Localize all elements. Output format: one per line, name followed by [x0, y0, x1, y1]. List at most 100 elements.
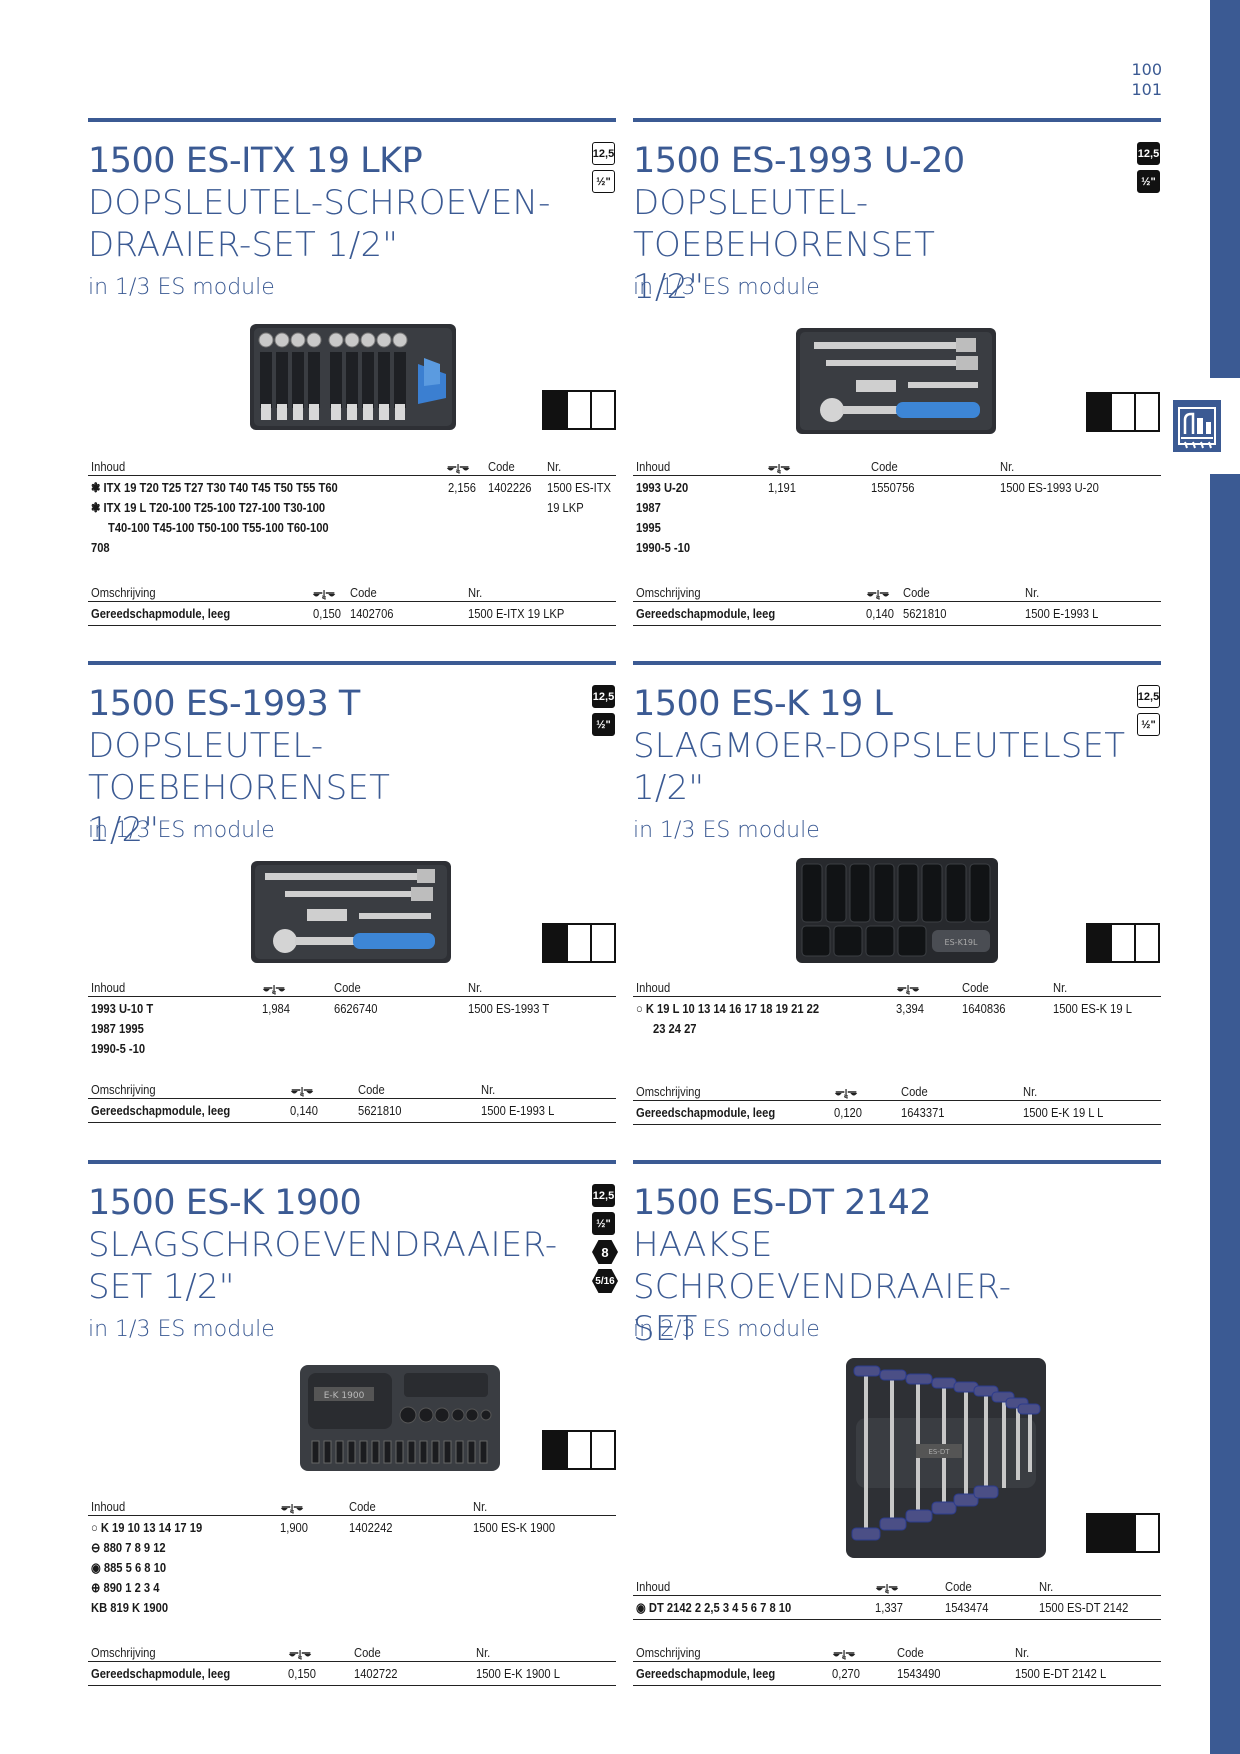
nr-value-cont: 19 LKP: [547, 500, 584, 515]
code-header: Code: [349, 1499, 376, 1514]
product-title: 1500 ES-1993 T: [88, 684, 360, 724]
module-nr: 1500 E-ITX 19 LKP: [468, 606, 565, 621]
weight-scale-icon: kg: [446, 463, 470, 474]
module-code: 1402722: [354, 1666, 398, 1681]
module-size: in 1/3 ES module: [88, 275, 275, 300]
weight-scale-icon: kg: [312, 589, 336, 600]
nr-header: Nr.: [481, 1082, 496, 1097]
contents-table: Inhoud kg Code Nr. 1993 U-10 T 1987 1995…: [88, 979, 616, 1063]
product-photo: [250, 324, 456, 430]
square-drive-badge: ½": [1137, 713, 1160, 736]
svg-text:kg: kg: [777, 468, 782, 473]
nr-header: Nr.: [1039, 1579, 1054, 1594]
weight-scale-icon: kg: [767, 463, 791, 474]
weight-header: kg: [280, 1499, 304, 1514]
code-header: Code: [901, 1084, 928, 1099]
product-section-1993t: 1500 ES-1993 T DOPSLEUTEL-TOEBEHORENSET …: [88, 661, 616, 1123]
module-name: Gereedschapmodule, leeg: [636, 606, 776, 621]
page-number-left: 100: [1131, 60, 1162, 79]
weight-value: 1,337: [875, 1600, 903, 1615]
module-code: 5621810: [903, 606, 947, 621]
nr-value: 1500 ES-ITX: [547, 480, 612, 495]
spec-badges: 12,5 ½": [1137, 142, 1161, 198]
contents-line: KB 819 K 1900: [91, 1600, 169, 1615]
weight-scale-icon: kg: [866, 589, 890, 600]
weight-scale-icon: kg: [832, 1649, 856, 1660]
product-section-dt2142: 1500 ES-DT 2142 HAAKSE SCHROEVENDRAAIER-…: [633, 1160, 1161, 1686]
module-table: Omschrijving kg Code Nr. Gereedschapmodu…: [633, 1644, 1161, 1686]
product-photo: ES-K19L: [796, 858, 998, 963]
svg-text:ES-K19L: ES-K19L: [945, 938, 978, 947]
square-drive-badge: ½": [592, 170, 615, 193]
weight-header: kg: [290, 1082, 314, 1097]
svg-text:kg: kg: [844, 1093, 849, 1098]
hex-8-badge: 8: [592, 1240, 618, 1264]
contents-line: 1995: [636, 520, 661, 535]
spec-badges: 12,5 ½": [1137, 685, 1161, 741]
module-name: Gereedschapmodule, leeg: [636, 1666, 776, 1681]
module-nr: 1500 E-DT 2142 L: [1015, 1666, 1107, 1681]
weight-scale-icon: kg: [262, 984, 286, 995]
product-title: 1500 ES-1993 U-20: [633, 141, 965, 181]
contents-line: ◉ DT 2142 2 2,5 3 4 5 6 7 8 10: [636, 1600, 792, 1615]
module-size-indicator: [542, 390, 616, 430]
section-divider: [88, 661, 616, 665]
module-table: Omschrijving kg Code Nr. Gereedschapmodu…: [633, 1083, 1161, 1125]
product-title: 1500 ES-DT 2142: [633, 1183, 932, 1223]
product-section-k1900: 1500 ES-K 1900 SLAGSCHROEVENDRAAIER- SET…: [88, 1160, 618, 1686]
product-subtitle: DOPSLEUTEL-SCHROEVEN- DRAAIER-SET 1/2": [88, 183, 551, 265]
code-header: Code: [871, 459, 898, 474]
spec-badges: 12,5 ½": [592, 142, 616, 198]
svg-text:kg: kg: [876, 594, 881, 599]
contents-line: ◉ 885 5 6 8 10: [91, 1560, 167, 1575]
contents-line: 1987: [636, 500, 661, 515]
nr-header: Nr.: [468, 585, 483, 600]
svg-text:kg: kg: [906, 989, 911, 994]
contents-header-label: Inhoud: [636, 980, 671, 995]
module-table: Omschrijving kg Code Nr. Gereedschapmodu…: [88, 1081, 616, 1123]
svg-text:E-K 1900: E-K 1900: [324, 1391, 365, 1401]
module-name: Gereedschapmodule, leeg: [91, 1103, 231, 1118]
product-subtitle: SLAGSCHROEVENDRAAIER- SET 1/2": [88, 1225, 558, 1307]
code-header: Code: [358, 1082, 385, 1097]
module-size-indicator: [542, 923, 616, 963]
weight-scale-icon: kg: [896, 984, 920, 995]
product-photo: E-K 1900: [300, 1365, 500, 1471]
nr-value: 1500 ES-K 19 L: [1053, 1001, 1132, 1016]
svg-text:kg: kg: [272, 989, 277, 994]
nr-header: Nr.: [1025, 585, 1040, 600]
contents-line: ○ K 19 10 13 14 17 19: [91, 1520, 203, 1535]
contents-table: Inhoud kg Code Nr. ◉ DT 2142 2 2,5 3 4 5…: [633, 1578, 1161, 1620]
module-code: 5621810: [358, 1103, 402, 1118]
module-weight: 0,120: [834, 1105, 862, 1120]
weight-header: kg: [896, 980, 920, 995]
section-divider: [88, 118, 616, 122]
module-nr: 1500 E-K 19 L L: [1023, 1105, 1104, 1120]
spec-badges: 12,5 ½" 8 5/16: [592, 1184, 618, 1298]
contents-line: 1990-5 -10: [636, 540, 691, 555]
nr-header: Nr.: [1015, 1645, 1030, 1660]
product-title: 1500 ES-K 1900: [88, 1183, 362, 1223]
contents-line: 1990-5 -10: [91, 1041, 146, 1056]
product-photo: [796, 328, 996, 434]
product-title: 1500 ES-K 19 L: [633, 684, 893, 724]
contents-line: ⊖ 880 7 8 9 12: [91, 1540, 166, 1555]
svg-text:kg: kg: [290, 1508, 295, 1513]
section-divider: [633, 1160, 1161, 1164]
contents-header-label: Inhoud: [91, 459, 126, 474]
nr-header: Nr.: [476, 1645, 491, 1660]
code-header: Code: [354, 1645, 381, 1660]
module-size-indicator: [1086, 392, 1160, 432]
module-size: in 1/3 ES module: [88, 818, 275, 843]
weight-value: 3,394: [896, 1001, 924, 1016]
code-value: 6626740: [334, 1001, 378, 1016]
tool-module-category-icon[interactable]: [1173, 400, 1221, 452]
description-header: Omschrijving: [91, 585, 156, 600]
module-name: Gereedschapmodule, leeg: [91, 606, 231, 621]
code-header: Code: [488, 459, 515, 474]
code-header: Code: [897, 1645, 924, 1660]
module-weight: 0,150: [288, 1666, 316, 1681]
module-name: Gereedschapmodule, leeg: [91, 1666, 231, 1681]
square-drive-badge: ½": [592, 713, 615, 736]
description-header: Omschrijving: [91, 1082, 156, 1097]
